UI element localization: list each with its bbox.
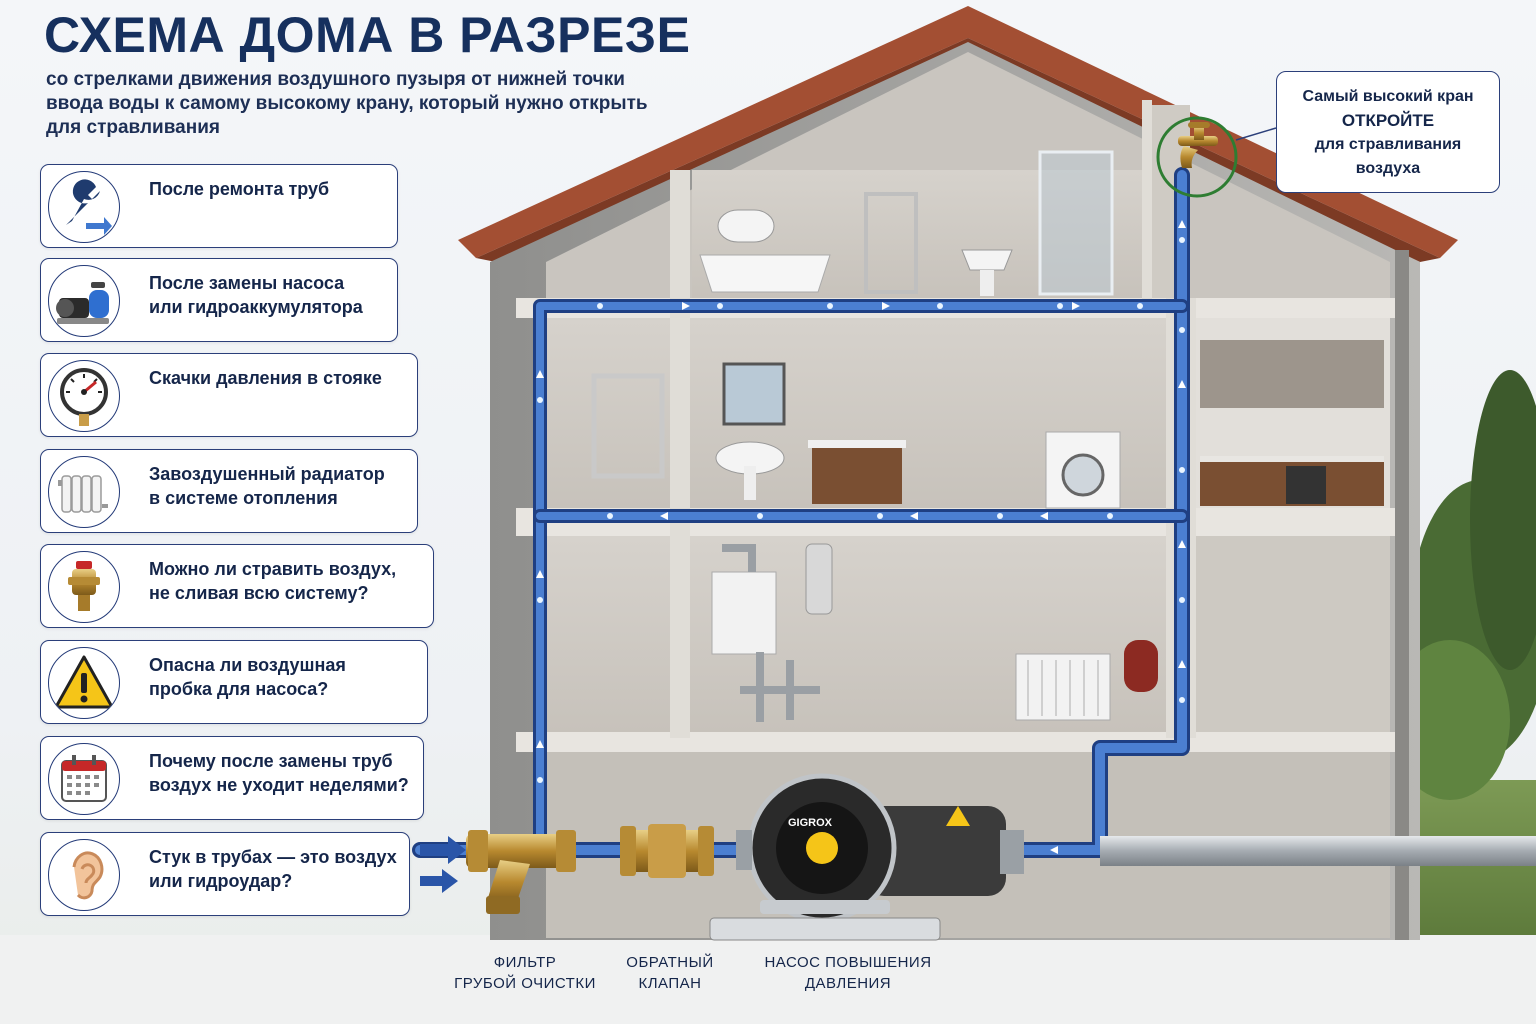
faq-label: или гидроудар? (149, 871, 293, 891)
faq-label: Завоздушенный радиатор (149, 464, 385, 484)
check-valve (620, 824, 714, 878)
faq-card-airlocked-radiator[interactable]: Завоздушенный радиатор в системе отоплен… (40, 449, 418, 533)
callout-line: для стравливания (1314, 136, 1462, 153)
faq-label: Стук в трубах — это воздух (149, 847, 397, 867)
callout-line: Самый высокий кран (1302, 88, 1474, 105)
faq-label: Можно ли стравить воздух, (149, 559, 397, 579)
subtitle-line: для стравливания (46, 117, 220, 138)
booster-pump: GIGROX (709, 773, 1024, 941)
pump-label-line: НАСОС ПОВЫШЕНИЯ (764, 954, 932, 971)
faq-label: Почему после замены труб (149, 751, 393, 771)
flow-arrows (536, 220, 1186, 854)
faq-card-pressure-jumps[interactable]: Скачки давления в стояке (40, 353, 418, 437)
faq-label: пробка для насоса? (149, 679, 329, 699)
pump-label: НАСОС ПОВЫШЕНИЯ ДАВЛЕНИЯ (750, 952, 946, 994)
faq-card-pipe-repair[interactable]: После ремонта труб (40, 164, 398, 248)
faq-label: После замены насоса (149, 273, 345, 293)
callout-line: воздуха (1355, 160, 1421, 177)
check-valve-label-line: ОБРАТНЫЙ (626, 954, 714, 971)
subtitle-line: со стрелками движения воздушного пузыря … (46, 69, 625, 90)
coarse-filter (466, 830, 576, 914)
faq-label: не сливая всю систему? (149, 583, 369, 603)
ear-icon (48, 839, 120, 911)
highest-tap-callout: Самый высокий кран ОТКРОЙТЕ для стравлив… (1276, 71, 1500, 193)
faq-label: в системе отопления (149, 488, 338, 508)
filter-label: ФИЛЬТР ГРУБОЙ ОЧИСТКИ (440, 952, 610, 994)
highest-tap-highlight (1156, 116, 1238, 198)
faq-label: Скачки давления в стояке (149, 368, 382, 388)
filter-label-line: ГРУБОЙ ОЧИСТКИ (454, 975, 596, 992)
wrench-icon (48, 171, 120, 243)
faq-card-pump-replacement[interactable]: После замены насоса или гидроаккумулятор… (40, 258, 398, 342)
pump-icon (48, 265, 120, 337)
page-subtitle: со стрелками движения воздушного пузыря … (46, 68, 746, 140)
faq-card-knocking-pipes[interactable]: Стук в трубах — это воздух или гидроудар… (40, 832, 410, 916)
faq-label: После ремонта труб (149, 179, 330, 199)
warning-icon (48, 647, 120, 719)
pump-brand: GIGROX (788, 817, 833, 829)
pump-label-line: ДАВЛЕНИЯ (804, 975, 892, 992)
tap-icon (1178, 122, 1218, 168)
check-valve-label: ОБРАТНЫЙ КЛАПАН (610, 952, 730, 994)
air-vent-valve-icon (48, 551, 120, 623)
callout-emphasis: ОТКРОЙТЕ (1341, 111, 1435, 130)
inlet-arrows (420, 836, 466, 893)
faq-card-air-after-pipe-replacement[interactable]: Почему после замены труб воздух не уходи… (40, 736, 424, 820)
subtitle-line: ввода воды к самому высокому крану, кото… (46, 93, 648, 114)
page-title: СХЕМА ДОМА В РАЗРЕЗЕ (44, 7, 691, 63)
faq-label: воздух не уходит неделями? (149, 775, 409, 795)
pressure-gauge-icon (48, 360, 120, 432)
faq-label: или гидроаккумулятора (149, 297, 363, 317)
faq-label: Опасна ли воздушная (149, 655, 346, 675)
filter-label-line: ФИЛЬТР (493, 954, 557, 971)
air-bubbles (537, 237, 1185, 783)
check-valve-label-line: КЛАПАН (638, 975, 702, 992)
radiator-icon (48, 456, 120, 528)
calendar-icon (48, 743, 120, 815)
faq-card-airlock-pump-danger[interactable]: Опасна ли воздушная пробка для насоса? (40, 640, 428, 724)
faq-card-bleed-without-draining[interactable]: Можно ли стравить воздух, не сливая всю … (40, 544, 434, 628)
